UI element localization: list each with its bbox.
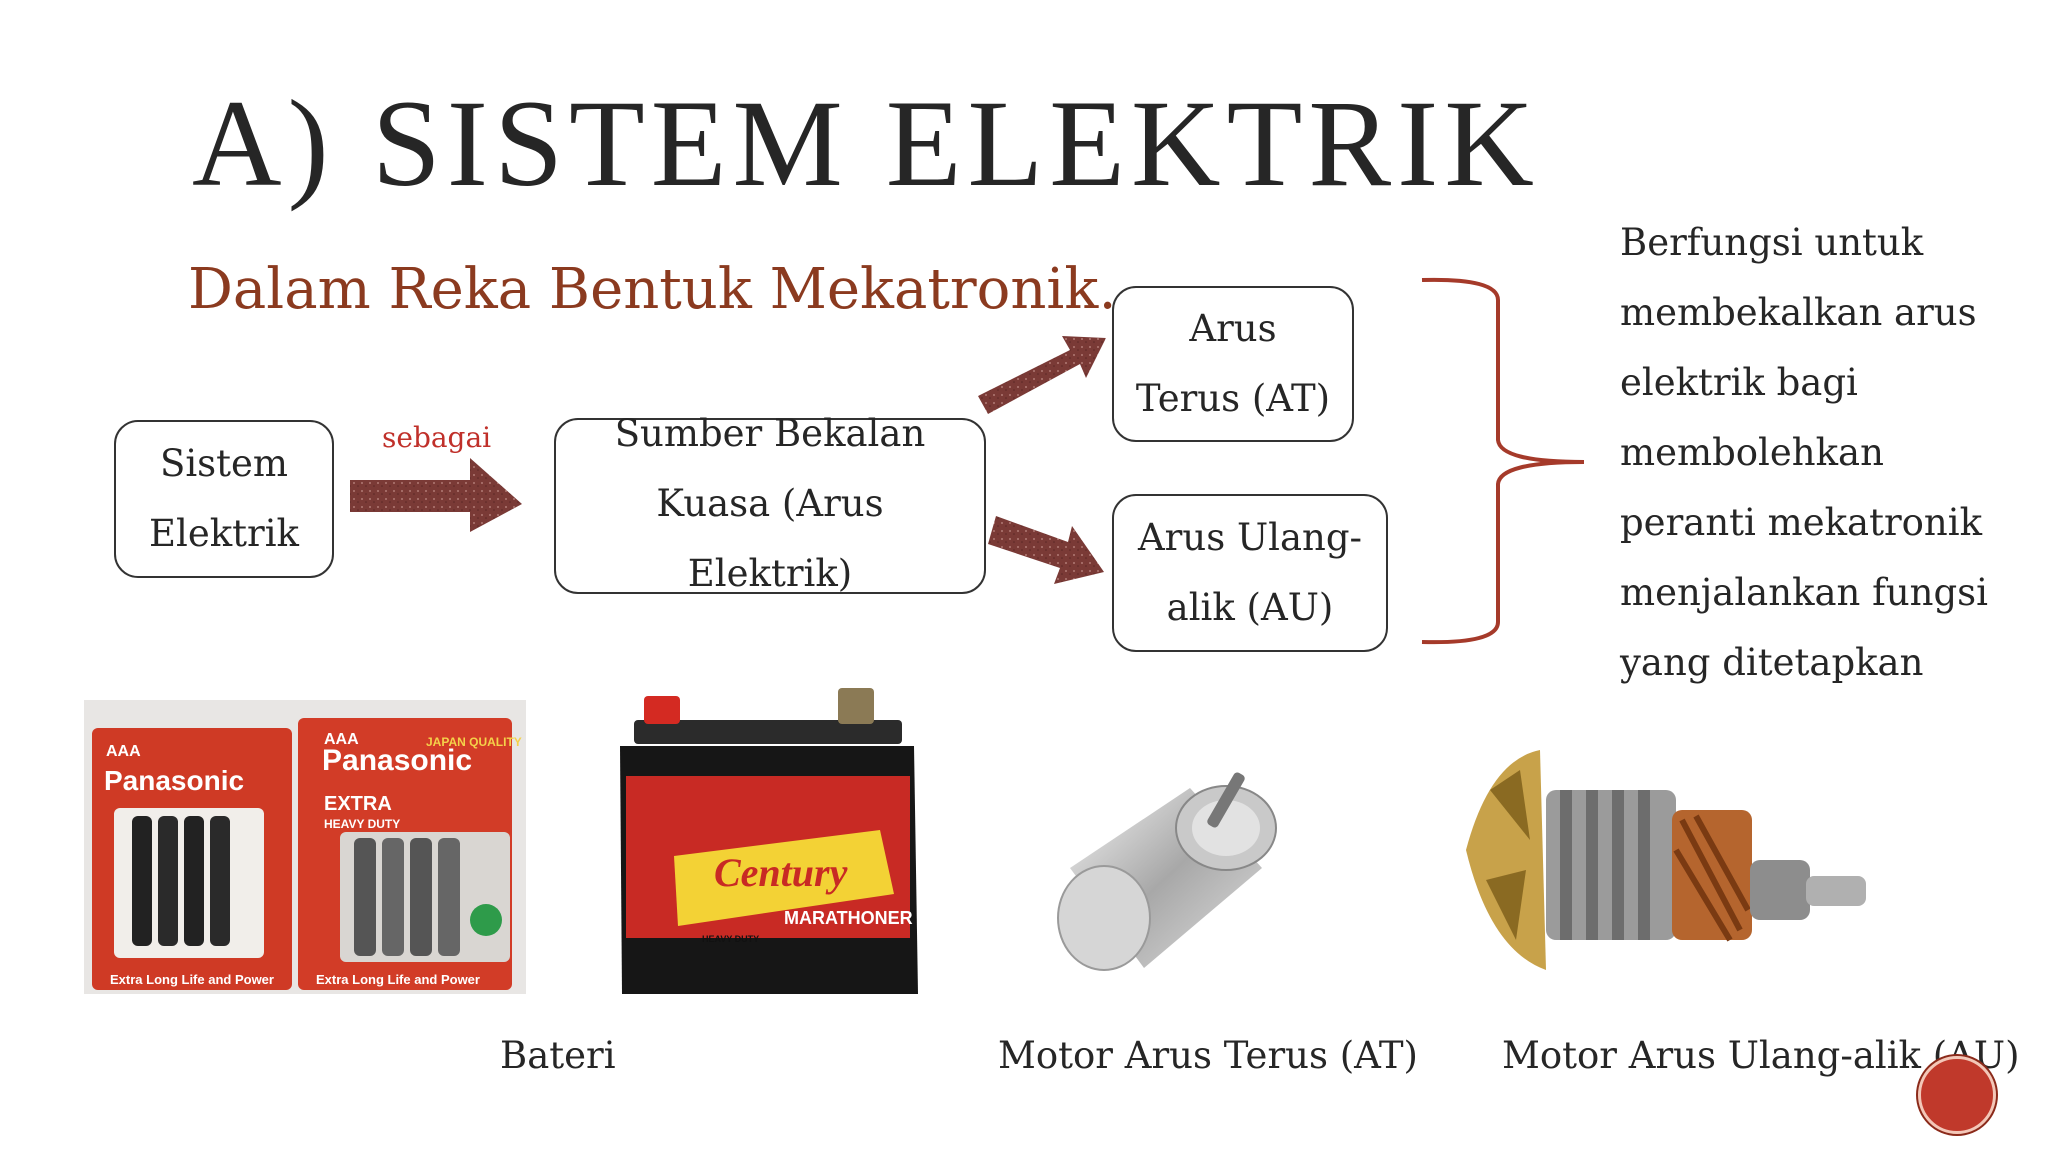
right-curly-brace bbox=[1421, 277, 1585, 645]
arrow-to-arus-ulang-alik bbox=[988, 516, 1104, 584]
box-arus-ulang-alik: Arus Ulang- alik (AU) bbox=[1112, 494, 1388, 652]
description-line: yang ditetapkan bbox=[1620, 641, 1924, 684]
box-sistem-elektrik: Sistem Elektrik bbox=[114, 420, 334, 578]
description-line: membolehkan bbox=[1620, 431, 1884, 474]
battery-pack-image: Panasonic AAA Extra Long Life and Power … bbox=[84, 700, 526, 994]
svg-text:AAA: AAA bbox=[106, 743, 141, 760]
car-battery-model: MARATHONER bbox=[784, 908, 913, 928]
box-sumber-line2: Kuasa (Arus bbox=[656, 482, 884, 525]
box-sistem-line1: Sistem bbox=[159, 442, 288, 485]
description-line: membekalkan arus bbox=[1620, 291, 1977, 334]
svg-text:EXTRA: EXTRA bbox=[324, 793, 392, 815]
car-battery-brand: Century bbox=[714, 850, 848, 895]
description-line: menjalankan fungsi bbox=[1620, 571, 1988, 614]
arrow-to-arus-terus bbox=[978, 336, 1106, 414]
arrow-right-sebagai bbox=[350, 458, 522, 532]
car-battery-image: Century MARATHONER HEAVY DUTY bbox=[620, 688, 918, 994]
box-sumber-line1: Sumber Bekalan bbox=[614, 412, 926, 455]
box-sumber-line3: Elektrik) bbox=[687, 552, 853, 595]
svg-text:JAPAN QUALITY: JAPAN QUALITY bbox=[426, 735, 522, 749]
description-line: Berfungsi untuk bbox=[1620, 221, 1924, 264]
arrow-label-sebagai: sebagai bbox=[382, 421, 492, 454]
dc-motor-image bbox=[1057, 772, 1277, 971]
svg-text:Extra Long Life and Power: Extra Long Life and Power bbox=[110, 972, 274, 987]
slide-title: A) SISTEM ELEKTRIK bbox=[192, 75, 1540, 212]
box-at-line2: Terus (AT) bbox=[1135, 377, 1331, 420]
battery-brand-left: Panasonic bbox=[104, 765, 244, 796]
slide-subtitle: Dalam Reka Bentuk Mekatronik…… bbox=[188, 257, 1211, 322]
box-sumber-bekalan: Sumber Bekalan Kuasa (Arus Elektrik) bbox=[554, 412, 986, 595]
caption-bateri: Bateri bbox=[500, 1034, 616, 1077]
box-au-line1: Arus Ulang- bbox=[1137, 516, 1363, 559]
battery-brand-right: Panasonic bbox=[322, 744, 472, 777]
description-line: elektrik bagi bbox=[1620, 361, 1858, 404]
slide-corner-circle bbox=[1918, 1056, 1996, 1134]
box-at-line1: Arus bbox=[1189, 307, 1277, 350]
ac-motor-armature-image bbox=[1466, 750, 1866, 970]
caption-motor-at: Motor Arus Terus (AT) bbox=[998, 1034, 1418, 1077]
box-arus-terus: Arus Terus (AT) bbox=[1112, 286, 1354, 442]
box-au-line2: alik (AU) bbox=[1166, 586, 1334, 629]
svg-text:AAA: AAA bbox=[324, 731, 359, 748]
description-text: Berfungsi untuk membekalkan arus elektri… bbox=[1620, 208, 2020, 698]
svg-text:HEAVY DUTY: HEAVY DUTY bbox=[324, 817, 400, 831]
svg-text:Extra Long Life and Power: Extra Long Life and Power bbox=[316, 972, 480, 987]
box-sistem-line2: Elektrik bbox=[149, 512, 299, 555]
svg-text:HEAVY DUTY: HEAVY DUTY bbox=[702, 934, 759, 944]
description-line: peranti mekatronik bbox=[1620, 501, 1982, 544]
